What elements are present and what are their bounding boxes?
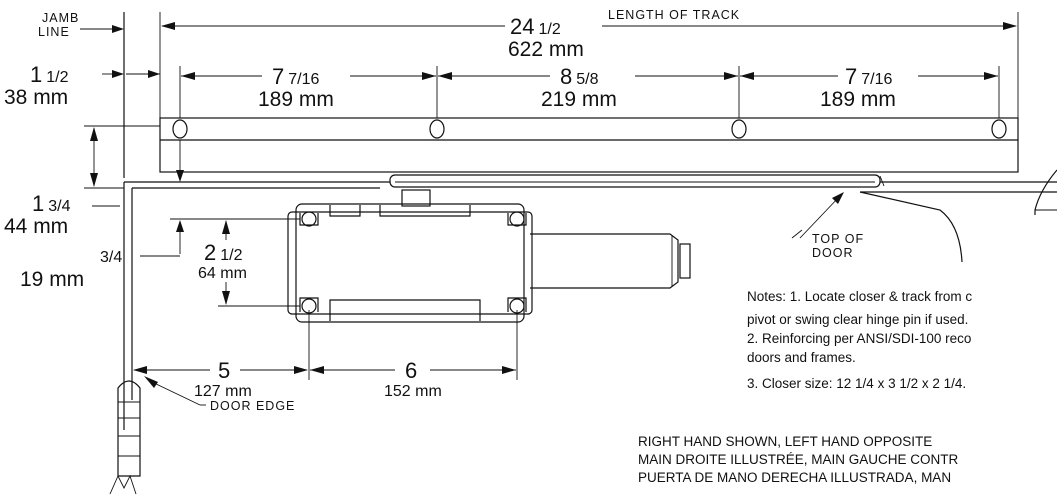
note-line-3: 2. Reinforcing per ANSI/SDI-100 reco xyxy=(747,331,971,346)
top-of-door-arrow xyxy=(832,192,844,204)
closer-top-detail xyxy=(329,205,471,217)
door-edge-arrow xyxy=(144,376,158,388)
length-of-track-label: LENGTH OF TRACK xyxy=(608,8,740,22)
closer-width-arrow-b xyxy=(502,366,516,374)
track-hole-3 xyxy=(731,119,747,139)
closer-body xyxy=(295,203,525,323)
closer-width-inch: 6 xyxy=(405,358,417,383)
hole-left-arrow-b xyxy=(422,72,436,80)
closer-hole-tr xyxy=(509,211,525,227)
door-edge-leader xyxy=(151,381,201,406)
hole-left-arrow-a xyxy=(181,72,195,80)
top-of-door-label-2: DOOR xyxy=(812,246,854,260)
handing-en: RIGHT HAND SHOWN, LEFT HAND OPPOSITE xyxy=(638,434,932,449)
track-length-mm: 622 mm xyxy=(508,38,584,61)
closer-width-arrow-a xyxy=(310,366,324,374)
hole-right-arrow-a xyxy=(740,72,754,80)
hole-left-mm: 189 mm xyxy=(258,88,334,111)
handing-fr: MAIN DROITE ILLUSTRÉE, MAIN GAUCHE CONTR xyxy=(638,452,959,467)
jamb-label-1: JAMB xyxy=(42,11,79,25)
hole-right-arrow-b xyxy=(984,72,998,80)
hinge xyxy=(117,380,141,477)
note-line-2: pivot or swing clear hinge pin if used. xyxy=(747,312,968,327)
track-arrow-right xyxy=(1003,22,1017,30)
top-of-door-label-1: TOP OF xyxy=(812,232,864,246)
hole-mid-arrow-b xyxy=(724,72,738,80)
closer-drop-mm: 19 mm xyxy=(20,268,84,291)
door-edge-label: DOOR EDGE xyxy=(210,399,295,413)
closer-cylinder xyxy=(530,233,679,289)
jamb-offset-arrow-left xyxy=(112,70,124,78)
closer-arm xyxy=(389,174,881,188)
cylinder-valve xyxy=(679,243,691,279)
door-curve xyxy=(859,191,963,263)
track-hole-1 xyxy=(172,119,188,139)
track-drop-arrow-bottom xyxy=(90,173,98,187)
track-to-frame-arrow xyxy=(176,170,184,182)
closer-height-arrow-top xyxy=(222,220,230,234)
closer-offset-arrow-b xyxy=(294,366,308,374)
hinge-break xyxy=(109,474,137,495)
arm-end xyxy=(879,175,885,187)
closer-body-outline xyxy=(287,211,533,315)
handing-es: PUERTA DE MANO DERECHA ILLUSTRADA, MAN xyxy=(638,470,951,485)
closer-drop-arrow xyxy=(176,220,184,232)
closer-offset-mm: 127 mm xyxy=(194,383,252,400)
top-of-door-leader xyxy=(799,195,841,239)
closer-height-arrow-bottom xyxy=(222,291,230,305)
closer-width-mm: 152 mm xyxy=(384,383,442,400)
closer-hole-tl xyxy=(301,211,317,227)
jamb-label-2: LINE xyxy=(38,25,70,39)
track xyxy=(159,117,1019,173)
top-of-door-leader-a xyxy=(791,229,803,239)
track-hole-2 xyxy=(429,119,445,139)
note-line-4: doors and frames. xyxy=(747,350,856,365)
jamb-offset-mm: 38 mm xyxy=(4,86,68,109)
closer-drop-inch: 3/4 xyxy=(100,249,122,266)
arm-shoe xyxy=(401,189,431,207)
closer-height-mm: 64 mm xyxy=(198,265,247,282)
track-drop-mm: 44 mm xyxy=(4,215,68,238)
hole-mid-arrow-a xyxy=(438,72,452,80)
jamb-offset-arrow-right xyxy=(148,70,160,78)
track-drop-arrow-top xyxy=(90,127,98,141)
closer-offset-inch: 5 xyxy=(218,358,230,383)
jamb-leader-arrow xyxy=(112,25,124,33)
note-line-5: 3. Closer size: 12 1/4 x 3 1/2 x 2 1/4. xyxy=(747,376,966,391)
closer-screw-seats xyxy=(299,213,527,312)
track-hole-4 xyxy=(991,119,1007,139)
hole-right-mm: 189 mm xyxy=(820,88,896,111)
hole-middle-mm: 219 mm xyxy=(541,88,617,111)
closer-offset-arrow-a xyxy=(133,366,147,374)
track-arrow-left xyxy=(161,22,175,30)
note-line-1: Notes: 1. Locate closer & track from c xyxy=(747,289,972,304)
closer-bottom-detail xyxy=(329,299,481,321)
